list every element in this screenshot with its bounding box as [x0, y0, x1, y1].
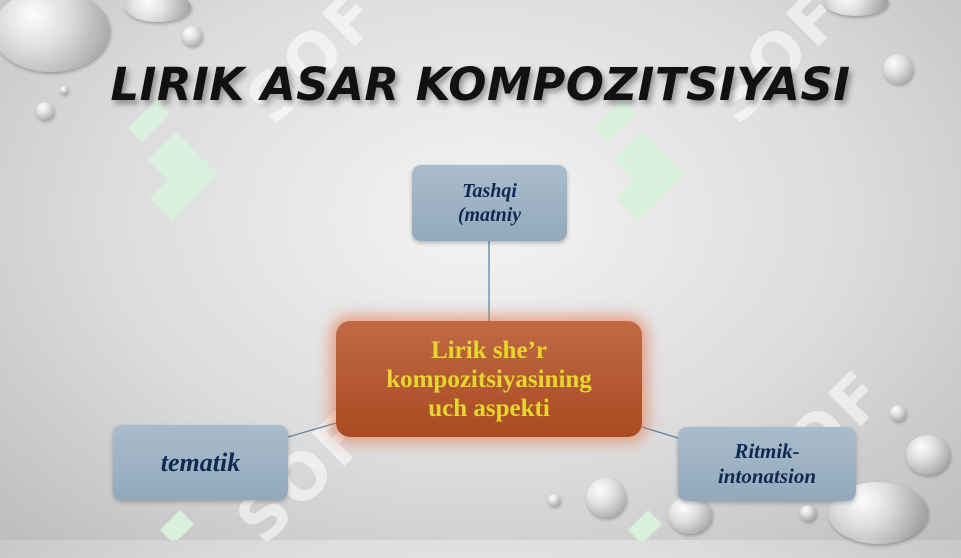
slide-title: LIRIK ASAR KOMPOZITSIYASI [110, 58, 851, 111]
water-drop [548, 494, 560, 506]
water-drop [125, 0, 191, 22]
watermark-logo-icon [128, 100, 218, 220]
diagram-connectors [287, 241, 679, 439]
node-tashqi-line1: Tashqi [462, 180, 517, 202]
connector-right [641, 426, 679, 439]
connector-left [287, 422, 337, 438]
watermark-logo-icon [160, 510, 194, 540]
water-drop [36, 102, 54, 120]
water-drop [182, 26, 202, 46]
node-ritmik-line2: intonatsion [717, 464, 817, 488]
water-drop [0, 0, 110, 72]
node-tashqi: Tashqi (matniy [412, 165, 567, 241]
water-drop [883, 54, 913, 84]
node-tematik-label: tematik [160, 447, 241, 477]
node-tematik: tematik [113, 425, 288, 500]
node-ritmik-line1: Ritmik- [734, 439, 800, 463]
water-drop [824, 0, 888, 16]
center-line2: kompozitsiyasining [386, 365, 592, 393]
water-drop [800, 505, 816, 521]
watermark-logo-icon [628, 510, 662, 540]
water-drop [60, 86, 68, 94]
watermark-logo-icon [594, 100, 684, 220]
water-drop [906, 435, 950, 475]
node-center: Lirik she’r kompozitsiyasining uch aspek… [336, 321, 642, 437]
node-ritmik: Ritmik- intonatsion [678, 427, 856, 501]
water-drop [890, 405, 906, 421]
water-drop [586, 478, 626, 518]
water-drop [668, 496, 712, 534]
center-line1: Lirik she’r [431, 336, 547, 364]
center-line3: uch aspekti [428, 394, 550, 422]
node-tashqi-line2: (matniy [457, 204, 522, 226]
